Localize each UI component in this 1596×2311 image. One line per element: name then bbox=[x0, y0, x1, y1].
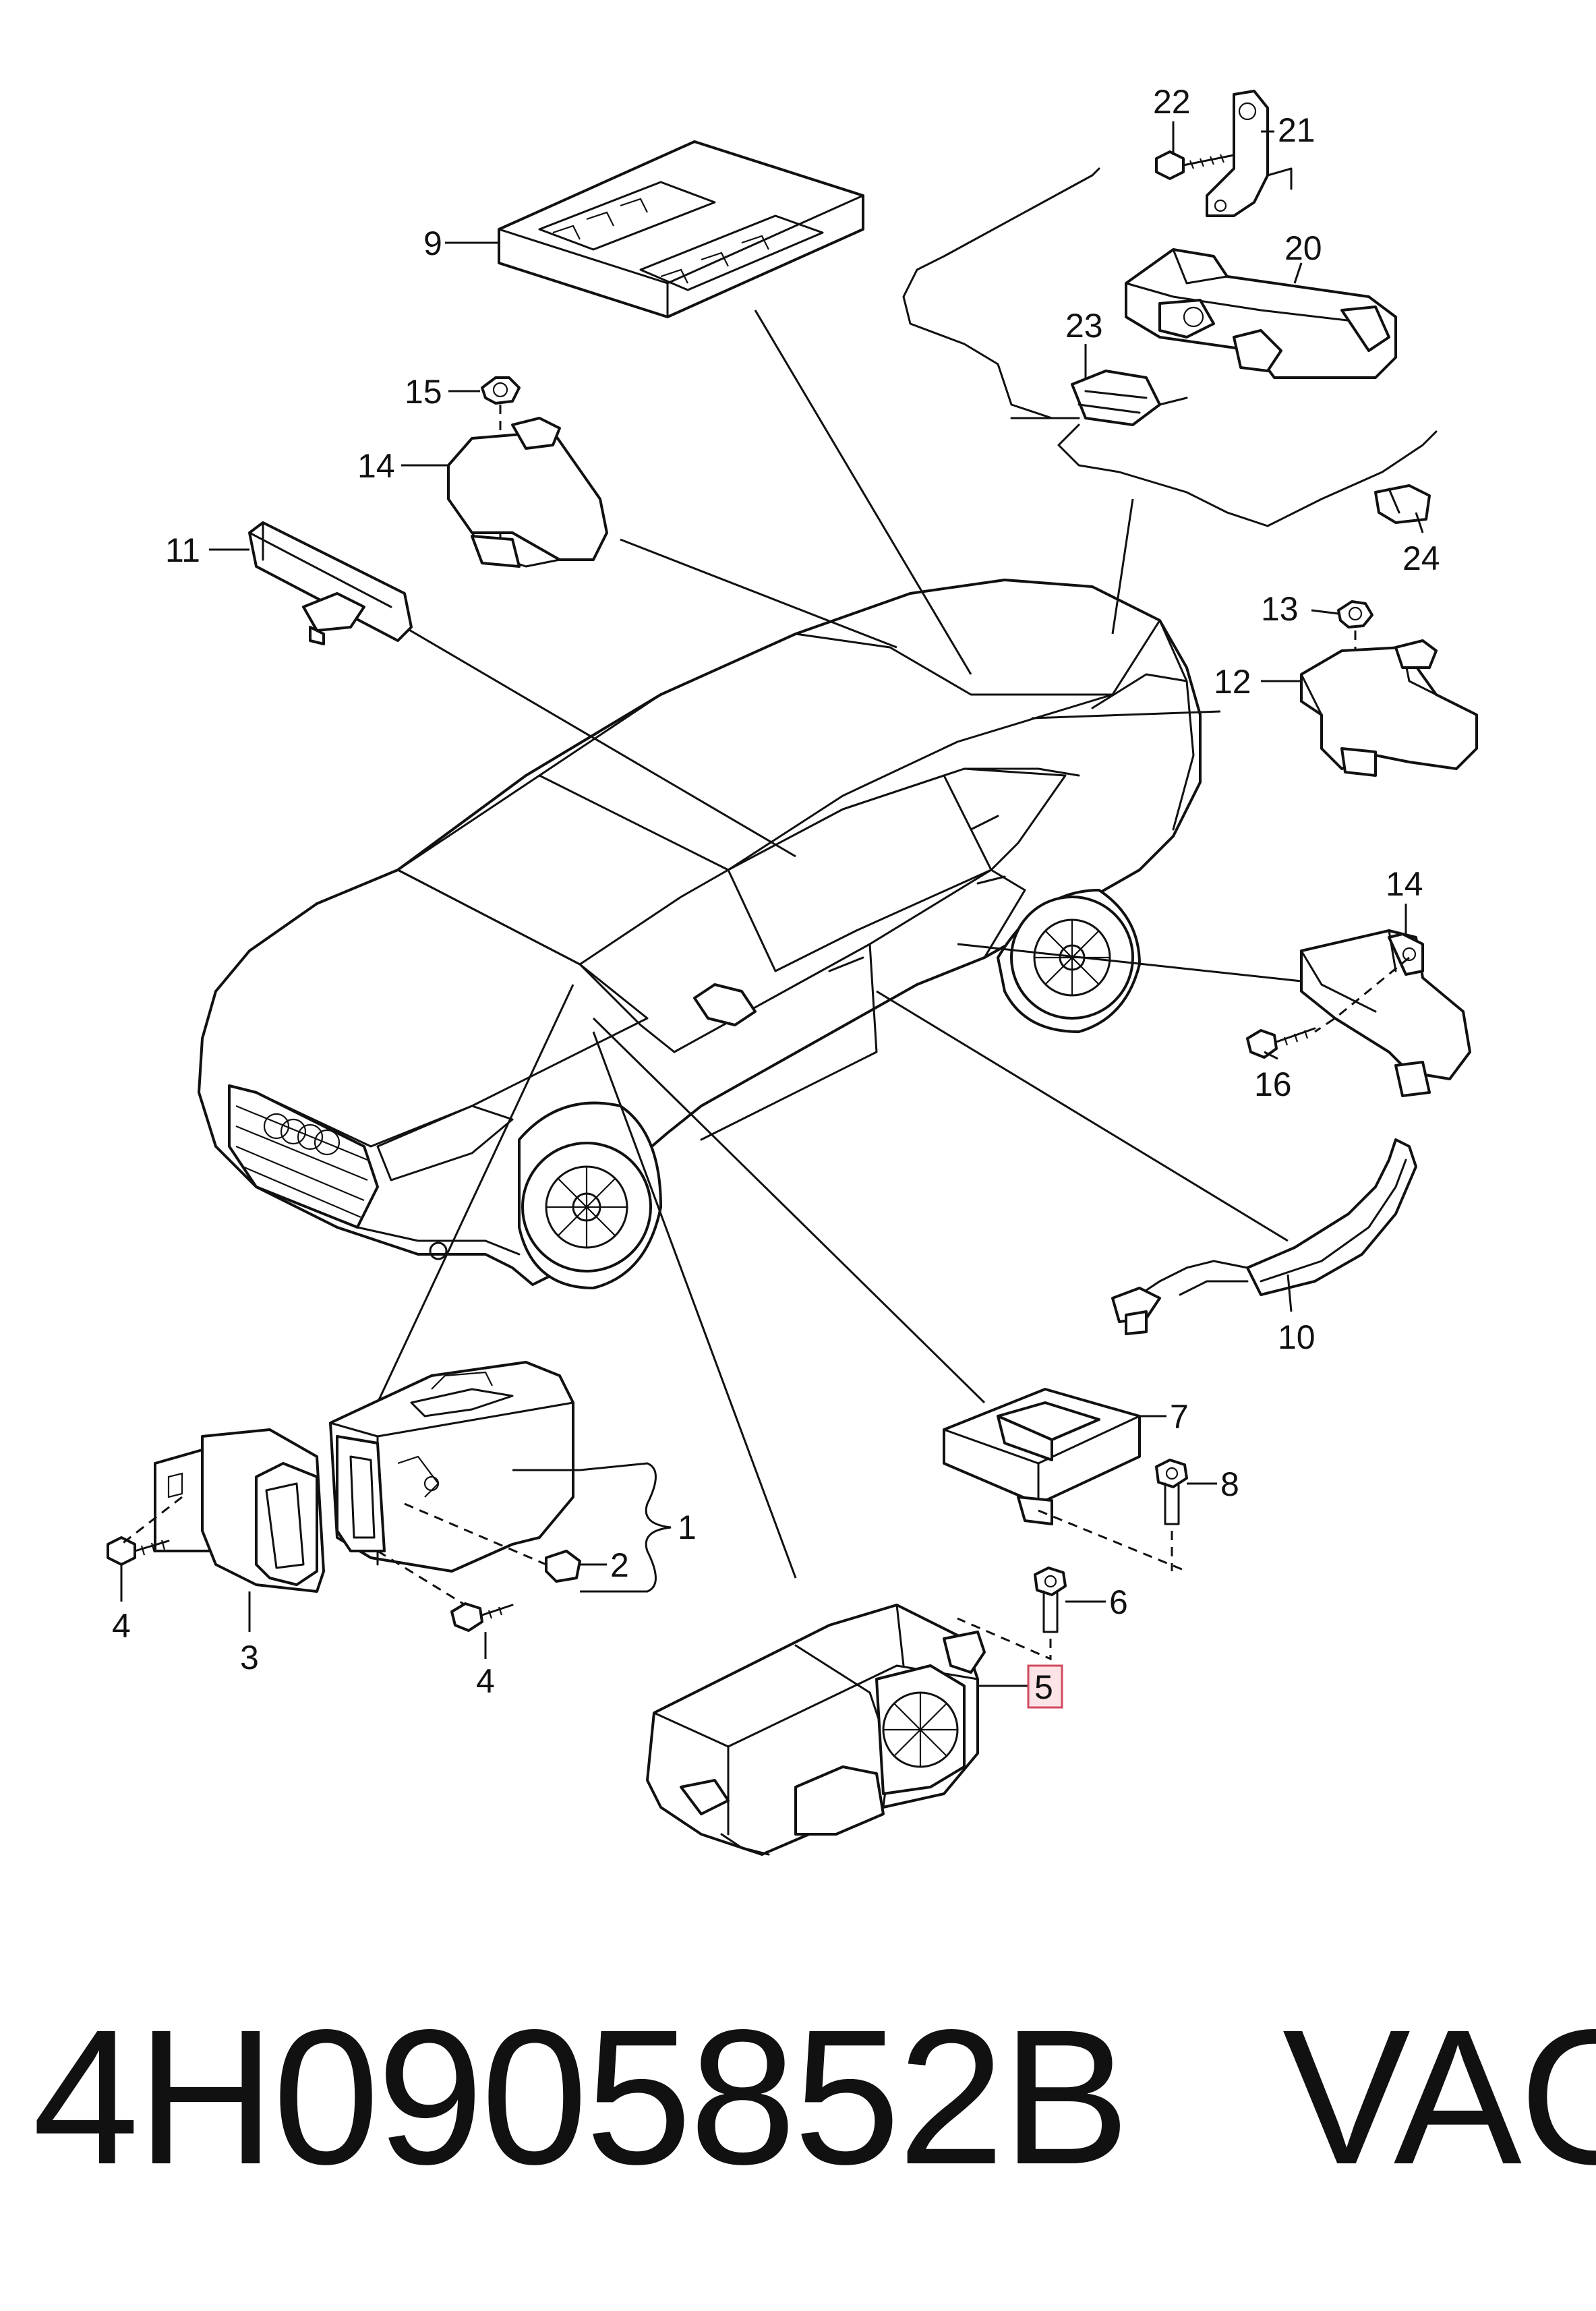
part-16-screw bbox=[1246, 1027, 1316, 1059]
part-14-upper-antenna bbox=[447, 417, 608, 568]
callout-21: 21 bbox=[1278, 111, 1316, 149]
callout-15: 15 bbox=[405, 373, 442, 411]
part-4-screw-left bbox=[107, 1536, 170, 1566]
part-14-right-antenna bbox=[1300, 929, 1471, 1097]
callout-3: 3 bbox=[240, 1639, 259, 1676]
callout-5-highlight bbox=[1027, 1664, 1063, 1709]
callout-20: 20 bbox=[1284, 229, 1322, 267]
brand-rings-icon bbox=[263, 1113, 341, 1156]
part-11-antenna bbox=[248, 521, 413, 645]
part-5-control-box[interactable] bbox=[646, 1604, 986, 1856]
antenna-cables bbox=[902, 167, 1438, 527]
part-number-caption: 4H0905852B VAG bbox=[32, 1990, 1596, 2204]
part-1-brace bbox=[579, 1462, 672, 1593]
part-20-module bbox=[1125, 248, 1397, 379]
part-7-module bbox=[943, 1388, 1187, 1573]
callout-22: 22 bbox=[1153, 83, 1191, 121]
callout-1: 1 bbox=[678, 1509, 697, 1546]
callout-4-center: 4 bbox=[476, 1662, 495, 1700]
part-22-screw bbox=[1155, 150, 1235, 180]
callout-5: 5 bbox=[1034, 1668, 1053, 1706]
rear-wheel bbox=[997, 889, 1141, 1033]
part-2-clip bbox=[545, 1550, 581, 1583]
callout-4-left: 4 bbox=[112, 1607, 131, 1645]
callout-8: 8 bbox=[1220, 1465, 1239, 1503]
callout-7: 7 bbox=[1170, 1398, 1189, 1436]
callout-14-right: 14 bbox=[1386, 865, 1423, 903]
callout-13: 13 bbox=[1261, 590, 1299, 628]
callout-23: 23 bbox=[1065, 307, 1103, 345]
callout-14-upper: 14 bbox=[357, 447, 395, 485]
part-6-screw bbox=[957, 1567, 1067, 1661]
part-number: 4H0905852B bbox=[32, 1990, 1130, 2204]
part-1-receiver-unit bbox=[329, 1361, 574, 1573]
part-24-clip bbox=[1374, 484, 1431, 524]
part-8-screw bbox=[1155, 1459, 1188, 1571]
callout-labels: 9 15 14 11 22 21 20 23 24 13 12 14 16 10… bbox=[112, 83, 1440, 1706]
front-wheel bbox=[518, 1101, 662, 1289]
callout-11: 11 bbox=[165, 531, 200, 569]
part-21-bracket bbox=[1206, 90, 1293, 217]
leader-lines bbox=[376, 310, 1302, 1579]
part-10-handle bbox=[1111, 1138, 1417, 1335]
brand-name: VAG bbox=[1282, 1990, 1596, 2204]
car-illustration bbox=[198, 579, 1202, 1289]
assembly-dashes bbox=[121, 1496, 547, 1606]
callout-24: 24 bbox=[1402, 539, 1440, 577]
callout-2: 2 bbox=[610, 1546, 629, 1584]
callout-6: 6 bbox=[1109, 1583, 1128, 1621]
callout-leaders bbox=[120, 121, 1424, 1687]
part-3-mount-plate bbox=[154, 1428, 325, 1593]
part-4-screw-center bbox=[450, 1602, 514, 1632]
part-12-antenna bbox=[1300, 639, 1478, 777]
callout-12: 12 bbox=[1214, 663, 1251, 701]
callout-16: 16 bbox=[1254, 1065, 1292, 1103]
part-9-control-unit bbox=[498, 140, 864, 318]
callout-9: 9 bbox=[423, 225, 442, 262]
callout-10: 10 bbox=[1278, 1318, 1316, 1356]
part-23-connector bbox=[1071, 370, 1188, 426]
